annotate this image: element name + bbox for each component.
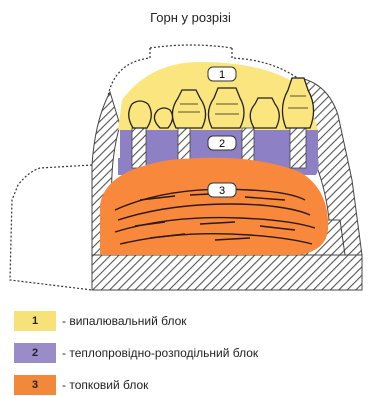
- legend-label-1: - випалювальний блок: [62, 314, 187, 328]
- legend-swatch-2: 2: [14, 343, 56, 363]
- legend-item-3: 3 - топковий блок: [14, 374, 148, 396]
- kiln-floor: [92, 255, 362, 290]
- legend-swatch-1: 1: [14, 311, 56, 331]
- legend-swatch-3: 3: [14, 375, 56, 395]
- legend-label-2: - теплопровідно-розподільний блок: [62, 346, 258, 360]
- support-post: [178, 128, 190, 162]
- support-post: [290, 128, 306, 168]
- marker-2: 2: [208, 136, 236, 150]
- kiln-cross-section: 1 2 3: [0, 0, 381, 300]
- support-post: [132, 128, 146, 168]
- svg-text:2: 2: [219, 138, 225, 150]
- pot-1: [129, 101, 152, 128]
- legend-item-2: 2 - теплопровідно-розподільний блок: [14, 342, 258, 364]
- pot-2: [154, 108, 172, 128]
- support-post: [242, 128, 254, 162]
- marker-3: 3: [208, 183, 236, 197]
- legend-label-3: - топковий блок: [62, 378, 148, 392]
- svg-text:3: 3: [219, 185, 225, 197]
- svg-text:1: 1: [219, 69, 225, 81]
- legend-item-1: 1 - випалювальний блок: [14, 310, 187, 332]
- dome-top-dotted: [150, 45, 232, 48]
- ground-dotted-outline: [10, 165, 92, 290]
- marker-1: 1: [208, 67, 236, 81]
